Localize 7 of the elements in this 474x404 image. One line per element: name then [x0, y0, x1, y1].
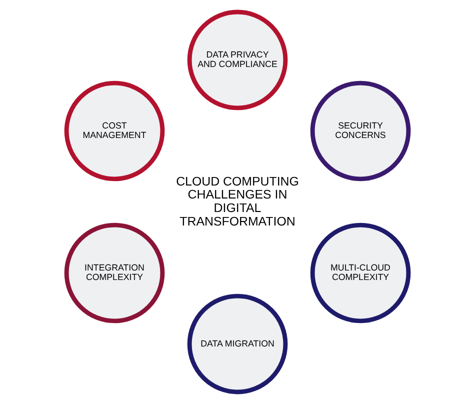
node-circle: COST MANAGEMENT [64, 80, 164, 182]
node-circle: INTEGRATION COMPLEXITY [64, 222, 164, 324]
node-circle: DATA MIGRATION [186, 294, 288, 394]
node-circle: MULTI-CLOUD COMPLEXITY [310, 222, 410, 324]
label: CLOUD COMPUTING CHALLENGES IN DIGITAL TRANSFORMATION [176, 174, 298, 228]
node-circle: SECURITY CONCERNS [310, 80, 410, 182]
node-circle: DATA PRIVACY AND COMPLIANCE [186, 10, 288, 110]
